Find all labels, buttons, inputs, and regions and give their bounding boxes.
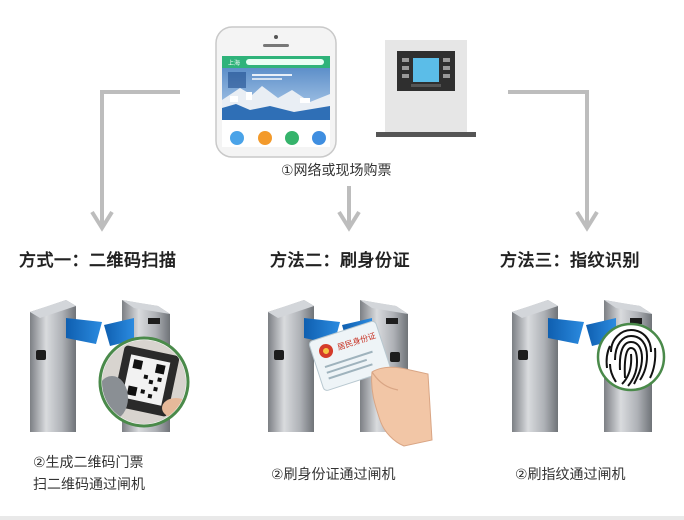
turnstile-fingerprint	[512, 300, 666, 432]
phone-app-icons	[230, 131, 326, 145]
turnstile-id-card: 居民身份证	[268, 300, 433, 447]
method-qr-title: 方式一：二维码扫描	[19, 251, 177, 271]
qr-step-line-2: 扫二维码通过闸机	[33, 477, 145, 493]
fingerprint-step-label: ②刷指纹通过闸机	[515, 467, 626, 483]
fingerprint-icon	[605, 328, 657, 387]
bottom-divider	[0, 516, 684, 520]
arrow-left	[90, 90, 180, 232]
smartphone-illustration: 上海	[215, 26, 337, 158]
arrow-right	[508, 90, 599, 232]
method-fingerprint-title: 方法三：指纹识别	[500, 251, 640, 271]
arrow-middle	[337, 186, 361, 232]
phone-city-label: 上海	[228, 59, 240, 67]
qr-step-line-1: ②生成二维码门票	[33, 455, 144, 471]
id-card-step-label: ②刷身份证通过闸机	[271, 467, 396, 483]
method-id-card-title: 方法二：刷身份证	[270, 251, 410, 271]
purchase-step-label: ①网络或现场购票	[281, 163, 392, 179]
turnstile-qr	[30, 300, 190, 432]
ticket-kiosk-illustration	[376, 40, 476, 137]
